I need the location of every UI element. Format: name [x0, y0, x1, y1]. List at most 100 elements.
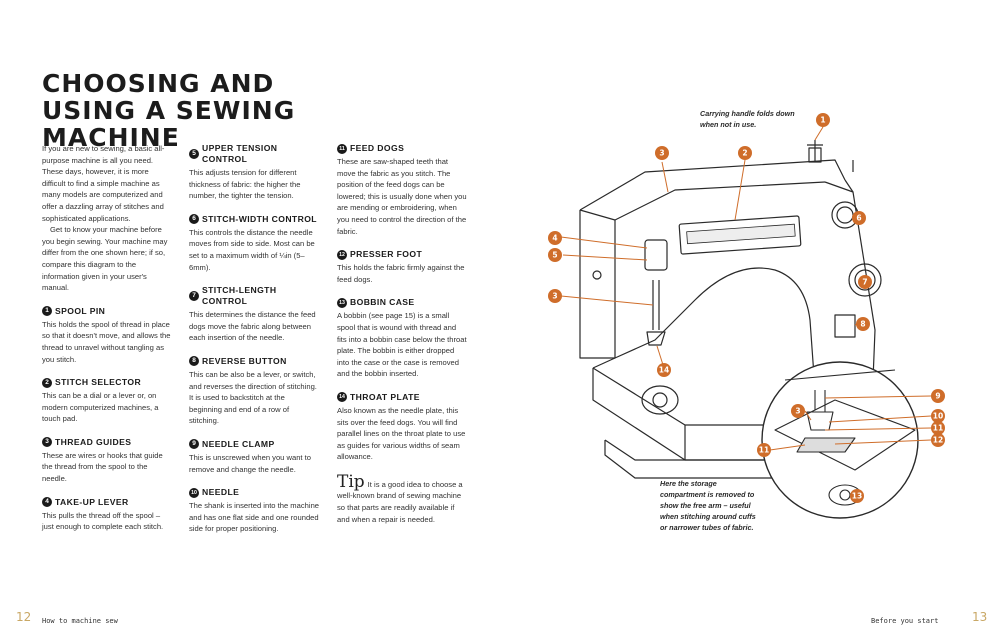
callout-4: 4 — [548, 231, 562, 245]
part-number-badge: 4 — [42, 497, 52, 508]
page-title: CHOOSING AND USING A SEWING MACHINE — [42, 69, 296, 152]
tip-text: It is a good idea to choose a well-known… — [337, 479, 463, 524]
part-heading: UPPER TENSION CONTROL — [202, 143, 278, 164]
svg-text:3: 3 — [659, 149, 664, 158]
part-description: A bobbin (see page 15) is a small spool … — [337, 311, 467, 379]
part-description: This adjusts tension for different thick… — [189, 168, 301, 201]
running-footer-right: Before you start — [871, 617, 939, 625]
part-description: This can be a dial or a lever or, on mod… — [42, 391, 159, 424]
svg-text:5: 5 — [552, 251, 557, 260]
zoom-inset — [761, 361, 919, 519]
caption-storage-compartment: Here the storage compartment is removed … — [660, 479, 756, 532]
part-heading: STITCH-LENGTH CONTROL — [202, 285, 277, 307]
caption-carrying-handle: Carrying handle folds down when not in u… — [700, 109, 795, 129]
part-number-badge: 13 — [337, 297, 347, 308]
callout-8: 8 — [856, 317, 870, 331]
callout-3-mid: 3 — [548, 289, 562, 303]
callout-6: 6 — [852, 211, 866, 225]
part-number-badge: 8 — [189, 356, 199, 367]
part-description: These are saw-shaped teeth that move the… — [337, 157, 467, 236]
text-column-1: If you are new to sewing, a basic all-pu… — [42, 143, 172, 533]
part-description: This holds the spool of thread in place … — [42, 319, 171, 364]
stitch-pattern-row — [686, 223, 796, 245]
part-number-badge: 10 — [189, 487, 199, 498]
callout-11-left: 11 — [757, 443, 771, 457]
callout-5: 5 — [548, 248, 562, 262]
callout-9: 9 — [931, 389, 945, 403]
part-number-badge: 7 — [189, 291, 199, 302]
callout-3-zoom: 3 — [791, 404, 805, 418]
intro-paragraph: Get to know your machine before you begi… — [42, 225, 168, 293]
part-description: This is unscrewed when you want to remov… — [189, 452, 311, 474]
callout-14: 14 — [657, 363, 671, 377]
part-description: This pulls the thread off the spool – ju… — [42, 510, 164, 532]
part-heading: NEEDLE — [202, 487, 240, 498]
svg-text:13: 13 — [852, 492, 862, 501]
part-number-badge: 9 — [189, 439, 199, 450]
part-heading: PRESSER FOOT — [350, 249, 423, 260]
part-description: This determines the distance the feed do… — [189, 310, 316, 343]
svg-text:9: 9 — [935, 392, 940, 401]
svg-text:2: 2 — [742, 149, 747, 158]
svg-text:1: 1 — [820, 116, 825, 125]
callout-2: 2 — [738, 146, 752, 160]
svg-text:4: 4 — [552, 234, 557, 243]
page-number-right: 13 — [972, 610, 988, 624]
callout-3-top: 3 — [655, 146, 669, 160]
part-heading: STITCH SELECTOR — [55, 377, 142, 388]
intro-text: If you are new to sewing, a basic all-pu… — [42, 143, 172, 294]
svg-text:12: 12 — [933, 436, 943, 445]
svg-text:7: 7 — [862, 278, 867, 287]
part-number-badge: 12 — [337, 249, 347, 260]
part-number-badge: 2 — [42, 377, 52, 388]
part-number-badge: 3 — [42, 437, 52, 448]
part-number-badge: 11 — [337, 143, 347, 154]
part-heading: REVERSE BUTTON — [202, 355, 287, 366]
part-heading: BOBBIN CASE — [350, 297, 415, 308]
page-number-left: 12 — [16, 610, 32, 624]
part-number-badge: 6 — [189, 214, 199, 225]
svg-text:8: 8 — [860, 320, 865, 329]
callout-1: 1 — [816, 113, 830, 127]
svg-text:10: 10 — [933, 412, 943, 421]
part-heading: THREAD GUIDES — [55, 436, 132, 447]
part-heading: SPOOL PIN — [55, 305, 106, 316]
part-heading: FEED DOGS — [350, 143, 405, 153]
svg-text:3: 3 — [552, 292, 557, 301]
part-description: These are wires or hooks that guide the … — [42, 450, 163, 484]
part-description: This can be also be a lever, or switch, … — [189, 369, 317, 426]
part-number-badge: 5 — [189, 149, 199, 159]
part-number-badge: 1 — [42, 306, 52, 317]
callout-10: 10 — [931, 409, 945, 423]
callout-12: 12 — [931, 433, 945, 447]
callout-11-right: 11 — [931, 421, 945, 435]
part-number-badge: 14 — [337, 392, 347, 403]
svg-text:14: 14 — [659, 366, 669, 375]
part-description: Also known as the needle plate, this sit… — [337, 405, 466, 462]
sewing-machine-diagram: 1 2 3 4 5 3 6 7 8 14 9 3 10 11 12 11 13 — [548, 113, 945, 519]
svg-text:11: 11 — [759, 446, 769, 455]
part-description: This controls the distance the needle mo… — [189, 227, 315, 272]
svg-text:6: 6 — [856, 214, 861, 223]
intro-paragraph: If you are new to sewing, a basic all-pu… — [42, 144, 165, 223]
part-description: The shank is inserted into the machine a… — [189, 501, 320, 534]
svg-text:11: 11 — [933, 424, 943, 433]
part-heading: NEEDLE CLAMP — [202, 438, 275, 449]
part-heading: THROAT PLATE — [350, 391, 420, 402]
part-description: This holds the fabric firmly against the… — [337, 263, 465, 284]
